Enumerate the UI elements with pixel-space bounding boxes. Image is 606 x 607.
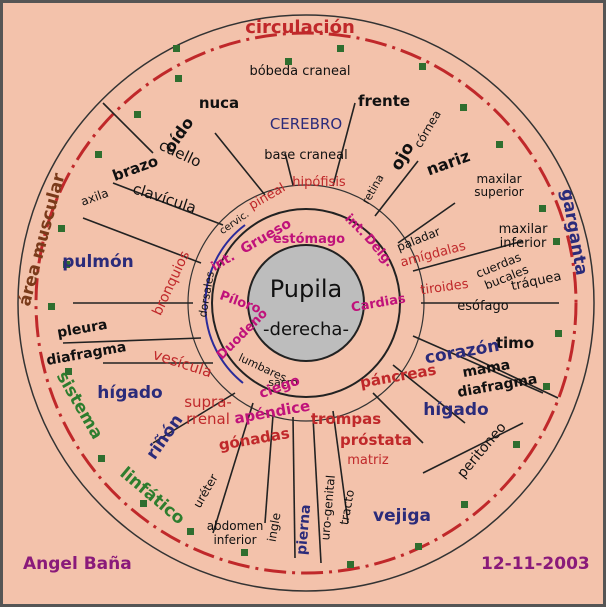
marker <box>513 441 520 448</box>
label-base: base craneal <box>264 148 347 163</box>
marker <box>415 543 422 550</box>
label-pineal: pineal <box>246 181 288 214</box>
label-sistema: sistema <box>52 368 107 443</box>
spine-arc <box>204 224 246 384</box>
label-linfatico: linfático <box>116 463 189 529</box>
marker <box>347 561 354 568</box>
label-gonadas: gónadas <box>217 424 291 454</box>
green-markers <box>48 45 562 568</box>
label-inferior: inferior <box>213 533 256 547</box>
label-diafragma-l: diafragma <box>45 339 127 369</box>
label-vejiga: vejiga <box>373 506 431 526</box>
label-maxilar-inf-2: inferior <box>500 236 547 251</box>
marker <box>48 303 55 310</box>
label-ingle: ingle <box>265 512 284 543</box>
marker <box>285 58 292 65</box>
outer-ring <box>17 14 595 592</box>
pupil <box>247 244 365 362</box>
label-tiroides: tiroides <box>420 277 470 299</box>
label-ureter: uréter <box>190 472 220 511</box>
label-pancreas: páncreas <box>359 361 438 392</box>
marker <box>187 528 194 535</box>
marker <box>543 383 550 390</box>
marker <box>241 549 248 556</box>
marker <box>460 104 467 111</box>
marker <box>95 151 102 158</box>
marker <box>98 455 105 462</box>
label-trompas: trompas <box>311 410 381 428</box>
label-nuca: nuca <box>199 94 239 112</box>
label-maxilar-inf-1: maxilar <box>499 222 549 237</box>
label-esofago: esófago <box>457 299 509 314</box>
label-peritoneo: peritoneo <box>454 420 509 482</box>
divider-lines <box>62 102 559 564</box>
label-hipofisis: hipófisis <box>292 175 346 190</box>
label-higado-r: hígado <box>423 400 488 420</box>
inner-ring <box>211 208 401 398</box>
marker <box>175 75 182 82</box>
label-garganta: garganta <box>556 187 591 277</box>
label-int-2: int. <box>341 211 369 239</box>
label-abdomen: abdomen <box>207 519 264 533</box>
label-circulacion: circulación <box>245 17 355 38</box>
label-sacro: sacro <box>268 376 298 389</box>
label-rrenal: rrenal <box>186 410 230 428</box>
marker <box>461 501 468 508</box>
label-rinon: riñón <box>142 411 187 464</box>
marker <box>134 111 141 118</box>
label-timo: timo <box>496 334 534 352</box>
marker <box>539 205 546 212</box>
marker <box>419 63 426 70</box>
label-cerebro: CEREBRO <box>270 115 342 133</box>
label-matriz: matriz <box>347 453 389 468</box>
marker <box>496 141 503 148</box>
label-bronquios: bronquios <box>149 249 193 319</box>
date-label: 12-11-2003 <box>481 554 590 574</box>
label-cornea: córnea <box>411 108 444 151</box>
label-int-1: int. <box>209 249 238 274</box>
marker <box>58 225 65 232</box>
label-pulmon: pulmón <box>62 252 134 272</box>
label-pierna: pierna <box>294 504 314 556</box>
marker <box>555 330 562 337</box>
marker <box>173 45 180 52</box>
label-maxilar-sup-2: superior <box>474 185 523 199</box>
marker <box>63 261 70 268</box>
label-estomago: estómago <box>273 232 345 247</box>
label-vesicula: vesícula <box>151 345 215 381</box>
label-nariz: nariz <box>424 146 473 179</box>
pupil-title: Pupila <box>270 275 343 303</box>
label-frente: frente <box>358 92 410 110</box>
label-prostata: próstata <box>340 431 412 449</box>
label-clavicula: clavícula <box>130 180 198 217</box>
label-delg: Delg. <box>361 231 397 270</box>
label-retina: retina <box>359 172 386 206</box>
label-supra: supra- <box>184 393 232 411</box>
marker <box>553 238 560 245</box>
chart-svg: Pupila -derecha- circulación bóbeda cran… <box>15 14 595 592</box>
label-maxilar-sup-1: maxilar <box>476 172 521 186</box>
circulation-ring <box>34 31 578 575</box>
marker <box>65 368 72 375</box>
label-uro-genital: uro-genital <box>318 474 338 540</box>
label-tracto: tracto <box>337 489 357 527</box>
author-label: Angel Baña <box>23 554 132 574</box>
label-boveda: bóbeda craneal <box>249 64 350 79</box>
label-higado-l: hígado <box>97 383 162 403</box>
marker <box>337 45 344 52</box>
label-dorsales: dorsales <box>196 270 217 318</box>
label-area-muscular: área muscular <box>15 171 70 309</box>
label-pleura: pleura <box>56 317 109 342</box>
label-axila: axila <box>79 186 111 209</box>
pupil-subtitle: -derecha- <box>263 319 349 340</box>
marker <box>140 500 147 507</box>
